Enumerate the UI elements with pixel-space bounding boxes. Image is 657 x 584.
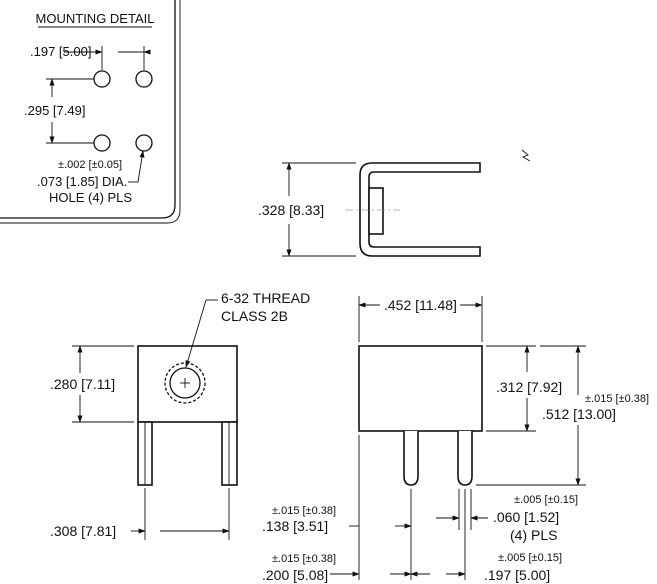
pin-pitch-tolerance: ±.005 [±0.15]: [498, 552, 562, 564]
pin-count: (4) PLS: [510, 527, 557, 543]
top-view: .328 [8.33]: [258, 149, 531, 257]
overall-height-tolerance: ±.015 [±0.38]: [585, 393, 649, 405]
mounting-hole-bottom-left: [93, 134, 111, 152]
hole-spacing-horizontal: .197 [5.00]: [30, 44, 91, 59]
bracket-profile: [359, 162, 481, 257]
mounting-hole-top-right: [135, 70, 153, 88]
side-body: [358, 345, 483, 432]
front-view: 6-32 THREAD CLASS 2B .280 [7.11] .308 [7…: [50, 290, 310, 540]
side-view-body-height: .312 [7.92]: [496, 379, 562, 395]
thread-outer-circle: [164, 362, 206, 404]
hole-tolerance: ±.002 [±0.05]: [58, 159, 122, 171]
thread-hole: [169, 367, 201, 399]
front-pin-right: [221, 421, 238, 486]
pin-offset: .138 [3.51]: [262, 518, 328, 534]
leader-line: [185, 299, 207, 368]
side-view-overall-height: .512 [13.00]: [542, 406, 616, 422]
mounting-hole-top-left: [93, 70, 111, 88]
pin-span-tolerance: ±.015 [±0.38]: [272, 553, 336, 565]
side-view: .452 [11.48] .312 [7.92] ±.015 [±0.38] .…: [262, 296, 649, 583]
front-view-height: .280 [7.11]: [50, 376, 115, 392]
mounting-detail-title: MOUNTING DETAIL: [36, 11, 155, 26]
bracket-insert: [368, 187, 384, 235]
mounting-detail-border: [0, 0, 176, 219]
front-view-width: .308 [7.81]: [50, 523, 116, 539]
break-mark-icon: [521, 149, 531, 162]
side-view-width: .452 [11.48]: [384, 297, 457, 313]
hole-note: HOLE (4) PLS: [49, 190, 132, 205]
side-pin-left: [403, 431, 419, 486]
mounting-detail-border-inner: [0, 0, 181, 224]
thread-class: CLASS 2B: [221, 308, 288, 324]
pin-width-tolerance: ±.005 [±0.15]: [514, 494, 578, 506]
pin-span: .200 [5.08]: [262, 567, 328, 583]
pin-pitch: .197 [5.00]: [484, 567, 550, 583]
mounting-hole-bottom-right: [135, 134, 153, 152]
pin-width: .060 [1.52]: [493, 509, 559, 525]
front-body: [137, 345, 238, 423]
top-view-height: .328 [8.33]: [258, 202, 324, 218]
thread-spec: 6-32 THREAD: [221, 290, 310, 306]
hole-spacing-vertical: .295 [7.49]: [24, 103, 85, 118]
leader-line: [137, 150, 145, 183]
mounting-detail-panel: MOUNTING DETAIL .197 [5.00] .295 [7.49] …: [0, 0, 181, 224]
hole-diameter: .073 [1.85] DIA.: [37, 174, 127, 189]
pin-offset-tolerance: ±.015 [±0.38]: [272, 505, 336, 517]
side-pin-right: [457, 431, 473, 486]
